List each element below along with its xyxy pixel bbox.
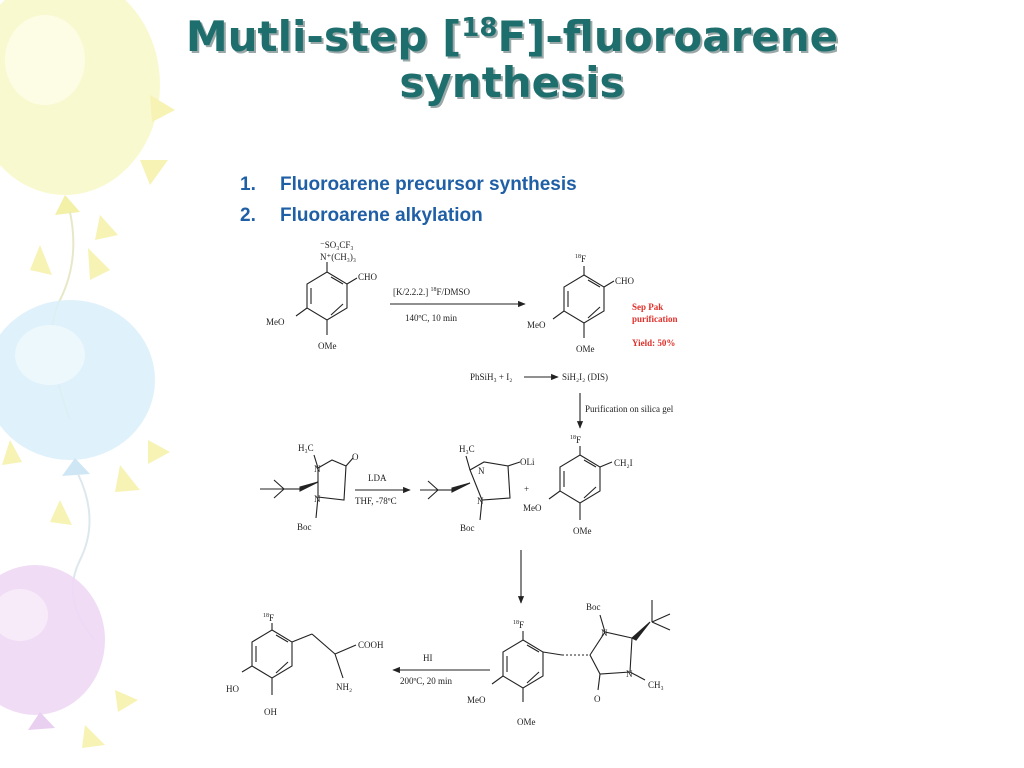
alkylated-f18-label: 18F	[513, 620, 524, 630]
alkylated-aryl-ring	[502, 639, 544, 689]
enolate-oli-label: OLi	[520, 457, 535, 467]
benzyl-iodide-ring	[559, 454, 601, 504]
alkylated-meo-label: MeO	[467, 695, 486, 705]
step-text: Fluoroarene alkylation	[280, 205, 483, 226]
step3-conditions-label: 200ºC, 20 min	[400, 676, 453, 686]
sparkle-decorations	[2, 95, 175, 748]
fluoroaldehyde-molecule	[552, 266, 615, 338]
enolate-h3c-label: H₃C	[459, 444, 475, 454]
step2-conditions-label: THF, -78ºC	[355, 496, 397, 506]
enolate-molecule	[420, 455, 521, 521]
alkylated-n2-label: N	[626, 669, 633, 679]
precursor-ammonium-label: N⁺(CH₃)₃	[320, 252, 356, 262]
benzyl-f18-label: 18F	[570, 435, 581, 445]
title-line2: synthesis	[399, 58, 625, 107]
seppak-label: Sep Pak	[632, 302, 663, 312]
title-superscript: 18	[461, 13, 498, 43]
imidazolidinone-boc-label: Boc	[297, 522, 312, 532]
alkylated-intermediate-molecule	[491, 600, 671, 702]
benzyl-meo-label: MeO	[523, 503, 542, 513]
step1-reagent-sup: 18	[431, 287, 437, 293]
benzyl-ome-label: OMe	[573, 526, 592, 536]
precursor-counterion-label: ⁻SO₃CF₃	[320, 240, 354, 250]
benzyl-ch2i-label: CH₂I	[614, 458, 633, 468]
steps-list: 1. Fluoroarene precursor synthesis 2. Fluo…	[240, 172, 577, 234]
precursor-ome-label: OMe	[318, 341, 337, 351]
alkylated-ch3-label: CH₃	[648, 680, 664, 690]
step2-reagent-label: LDA	[368, 473, 387, 483]
precursor-cho-label: CHO	[358, 272, 378, 282]
alkylated-ome-label: OMe	[517, 717, 536, 727]
step-item: 1. Fluoroarene precursor synthesis	[240, 172, 577, 203]
step1-reagent-pre: [K/2.2.2.]	[393, 287, 431, 297]
scheme-labels: ⁻SO₃CF₃ N⁺(CH₃)₃ CHO MeO OMe [K/2.2.2.] …	[226, 240, 678, 727]
precursor-molecule	[295, 262, 358, 335]
alkylated-imidazolidinone-ring	[589, 631, 633, 675]
product-oh-label: OH	[264, 707, 277, 717]
fluoroaldehyde-ring	[563, 274, 605, 324]
alkylated-f18-text: F	[519, 620, 524, 630]
step-number: 1.	[240, 174, 256, 195]
imidazolidinone-h3c-label: H₃C	[298, 443, 314, 453]
step3-reagent-label: HI	[423, 653, 433, 663]
purification-label: purification	[632, 314, 678, 324]
enolate-ring	[469, 461, 511, 501]
step1-conditions-label: 140ºC, 10 min	[405, 313, 458, 323]
benzyl-f18-text: F	[576, 435, 581, 445]
step1-reagent-label: [K/2.2.2.] 18F/DMSO	[393, 287, 471, 297]
product-nh2-label: NH₂	[336, 682, 352, 692]
dis-reactants-label: PhSiH₃ + I₂	[470, 372, 512, 382]
fluoroaldehyde-meo-label: MeO	[527, 320, 546, 330]
step-number: 2.	[240, 205, 256, 226]
enolate-n-label: N	[478, 466, 485, 476]
benzyl-iodide-molecule	[548, 446, 613, 520]
enolate-boc-label: Boc	[460, 523, 475, 533]
purple-balloon-decoration	[0, 565, 105, 730]
imidazolidinone-o-label: O	[352, 452, 359, 462]
imidazolidinone-molecule	[260, 454, 354, 519]
product-f18-text: F	[269, 613, 274, 623]
fluoroaldehyde-ome-label: OMe	[576, 344, 595, 354]
enolate-n2-label: N	[477, 496, 484, 506]
title-part1: Mutli-step [	[185, 12, 462, 61]
blue-balloon-decoration	[0, 300, 155, 641]
product-f18-label: 18F	[263, 613, 274, 623]
product-f18-sup: 18	[263, 613, 269, 619]
fluoroaldehyde-f18-text: F	[581, 254, 586, 264]
precursor-ring	[306, 271, 348, 321]
alkylated-n-label: N	[601, 628, 608, 638]
product-ho-label: HO	[226, 684, 239, 694]
alkylated-boc-label: Boc	[586, 602, 601, 612]
imidazolidinone-n2-label: N	[314, 494, 321, 504]
title-part2: F]-fluoroarene	[497, 12, 839, 61]
step1-reagent-post: F/DMSO	[437, 287, 471, 297]
alkylated-f18-sup: 18	[513, 620, 519, 626]
step-item: 2. Fluoroarene alkylation	[240, 203, 577, 234]
yield-label: Yield: 50%	[632, 338, 675, 348]
dis-product-label: SiH₂I₂ (DIS)	[562, 372, 608, 382]
step-text: Fluoroarene precursor synthesis	[280, 174, 577, 195]
plus-sign: +	[524, 484, 529, 494]
product-ring	[251, 629, 293, 679]
precursor-meo-label: MeO	[266, 317, 285, 327]
product-cooh-label: COOH	[358, 640, 384, 650]
product-molecule	[241, 623, 357, 695]
benzyl-f18-sup: 18	[570, 435, 576, 441]
fluoroaldehyde-f18-sup: 18	[575, 254, 581, 260]
silica-label: Purification on silica gel	[585, 404, 674, 414]
imidazolidinone-n-label: N	[314, 464, 321, 474]
fluoroaldehyde-cho-label: CHO	[615, 276, 635, 286]
fluoroaldehyde-f18-label: 18F	[575, 254, 586, 264]
alkylated-o-label: O	[594, 694, 601, 704]
imidazolidinone-ring	[317, 459, 347, 501]
